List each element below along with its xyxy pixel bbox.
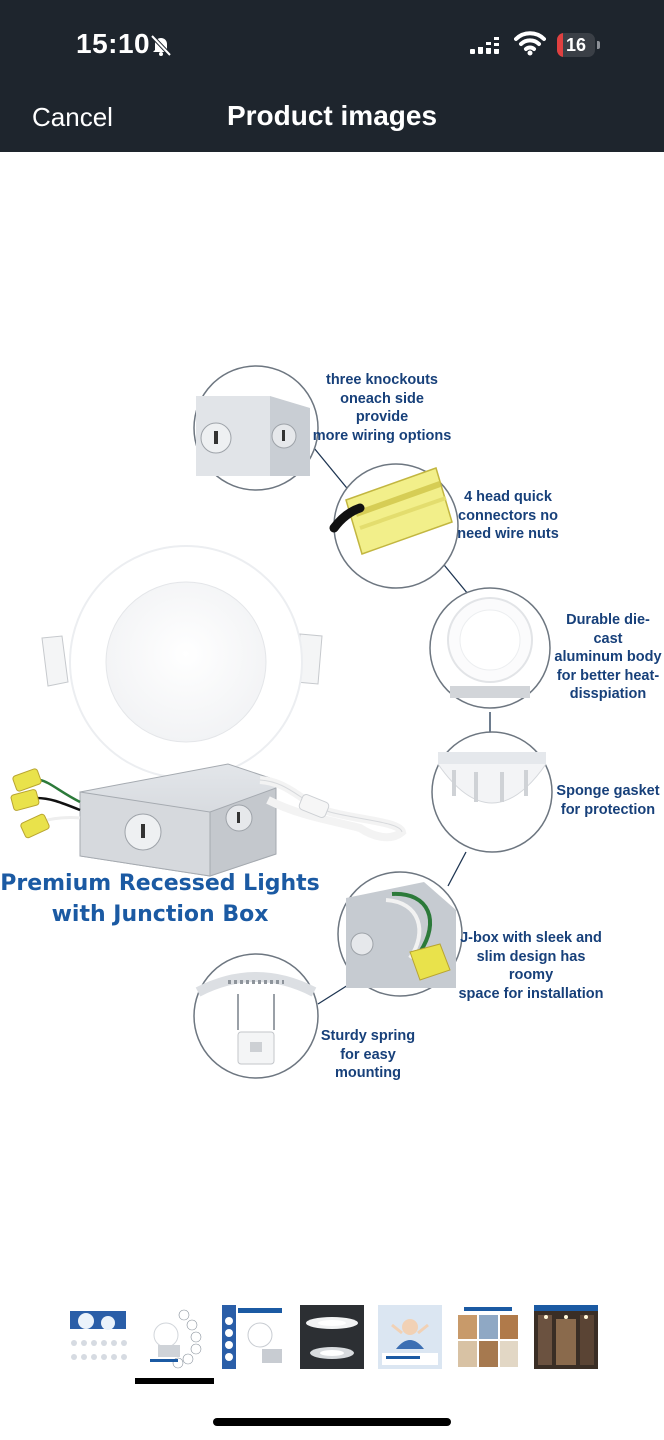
callout-body: Durable die-cast aluminum body for bette… (554, 612, 662, 702)
callout-knockouts: three knockouts oneach side provide more… (312, 372, 452, 444)
page-title: Product images (226, 100, 438, 131)
product-image-viewer[interactable]: three knockouts oneach side provide more… (0, 152, 664, 1272)
nav-bar: Product images Cancel (0, 92, 664, 152)
cellular-signal-icon (470, 33, 506, 62)
thumbnail-2-selected[interactable] (144, 1305, 208, 1369)
junction-box (79, 763, 407, 877)
selected-thumbnail-indicator (135, 1378, 214, 1384)
main-recessed-light (41, 545, 323, 779)
thumbnail-6[interactable] (456, 1305, 520, 1369)
thumbnail-3[interactable] (222, 1305, 286, 1369)
thumbnail-4[interactable] (300, 1305, 364, 1369)
callout-gasket: Sponge gasket for protection (556, 783, 660, 818)
callout-spring: Sturdy spring for easy mounting (320, 1028, 416, 1081)
thumbnail-7[interactable] (534, 1305, 598, 1369)
connector-detail-circle (329, 463, 459, 589)
product-headline: Premium Recessed Lights with Junction Bo… (0, 871, 320, 927)
battery-icon: 16 (557, 33, 603, 57)
thumbnail-5[interactable] (378, 1305, 442, 1369)
jbox-detail-circle (337, 871, 463, 997)
cancel-button[interactable]: Cancel (32, 102, 113, 132)
silent-bell-icon (149, 33, 173, 62)
home-indicator[interactable] (213, 1418, 451, 1426)
product-illustration (10, 365, 553, 1079)
callout-connectors: 4 head quick connectors no need wire nut… (457, 489, 559, 542)
thumbnail-strip (66, 1305, 606, 1385)
battery-level: 16 (565, 35, 587, 55)
thumbnail-1[interactable] (66, 1305, 130, 1369)
callout-jbox: J-box with sleek and slim design has roo… (458, 930, 604, 1002)
status-bar: 15:10 (0, 0, 664, 92)
wifi-icon (514, 30, 546, 61)
spring-detail-circle (193, 953, 319, 1079)
wire-connectors (10, 768, 81, 839)
knockouts-detail-circle (193, 365, 319, 491)
gasket-detail-circle (431, 731, 553, 853)
body-detail-circle (429, 587, 551, 709)
status-time: 15:10 (76, 28, 151, 59)
